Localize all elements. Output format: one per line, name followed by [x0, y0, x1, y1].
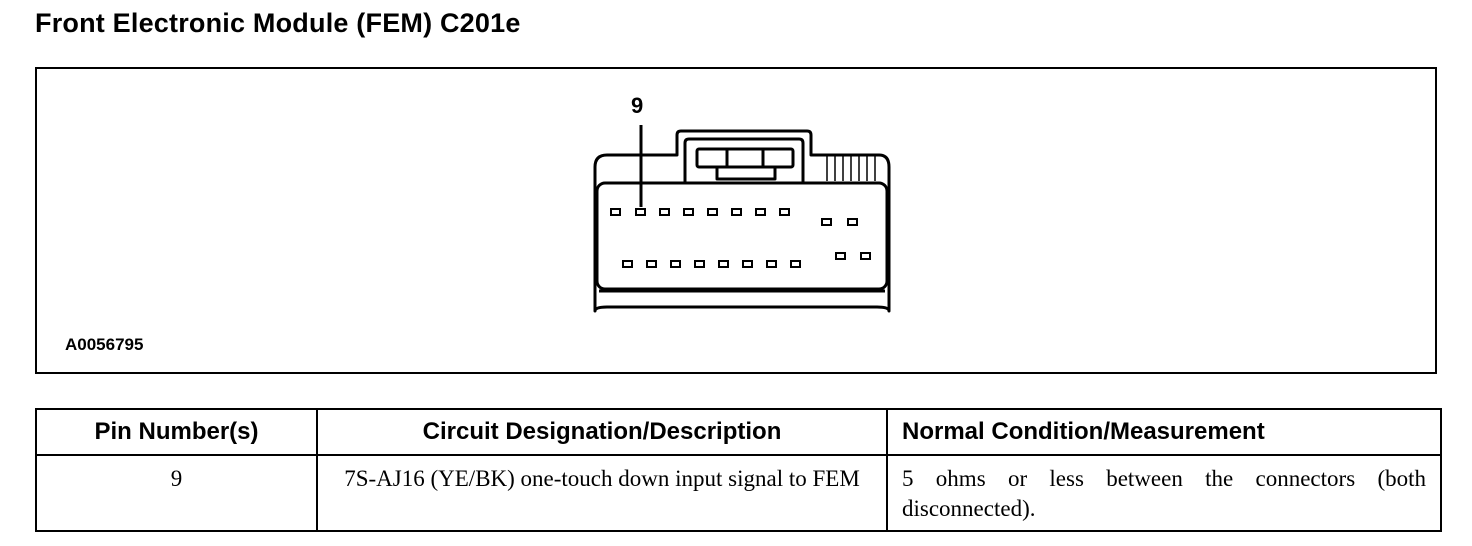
pin — [635, 208, 646, 216]
column-header-pin: Pin Number(s) — [35, 408, 318, 456]
figure-id: A0056795 — [65, 335, 144, 354]
table-row: 9 7S-AJ16 (YE/BK) one-touch down input s… — [35, 454, 1442, 532]
pin — [860, 252, 871, 260]
pin — [646, 260, 657, 268]
pin — [821, 218, 832, 226]
connector-latch — [683, 137, 805, 183]
connector-diagram-frame: 9 A0056795 — [35, 67, 1437, 374]
connector-face — [595, 181, 889, 291]
pin-callout-label: 9 — [631, 93, 644, 118]
cell-measurement: 5 ohms or less between the connectors (b… — [886, 454, 1442, 532]
pin — [610, 208, 621, 216]
pin — [755, 208, 766, 216]
column-header-measurement: Normal Condition/Measurement — [886, 408, 1442, 456]
pin — [694, 260, 705, 268]
pin — [731, 208, 742, 216]
cell-description: 7S-AJ16 (YE/BK) one-touch down input sig… — [316, 454, 888, 532]
column-header-description: Circuit Designation/Description — [316, 408, 888, 456]
pin — [718, 260, 729, 268]
pin — [670, 260, 681, 268]
pin-row-bottom — [622, 252, 871, 268]
table-header-row: Pin Number(s) Circuit Designation/Descri… — [35, 408, 1442, 456]
page-title: Front Electronic Module (FEM) C201e — [35, 8, 521, 38]
pin — [659, 208, 670, 216]
connector-latch-window — [695, 147, 795, 169]
pin-row-top — [610, 208, 858, 226]
pin — [707, 208, 718, 216]
pin — [766, 260, 777, 268]
connector-ribs — [826, 155, 876, 181]
pin — [779, 208, 790, 216]
pin — [847, 218, 858, 226]
connector-diagram — [593, 125, 891, 313]
connector-body-outline — [593, 129, 891, 313]
pin — [622, 260, 633, 268]
pin-table: Pin Number(s) Circuit Designation/Descri… — [35, 408, 1442, 532]
pin — [790, 260, 801, 268]
pin — [835, 252, 846, 260]
connector-latch-tab — [715, 167, 777, 181]
pin — [683, 208, 694, 216]
cell-pin: 9 — [35, 454, 318, 532]
pin — [742, 260, 753, 268]
